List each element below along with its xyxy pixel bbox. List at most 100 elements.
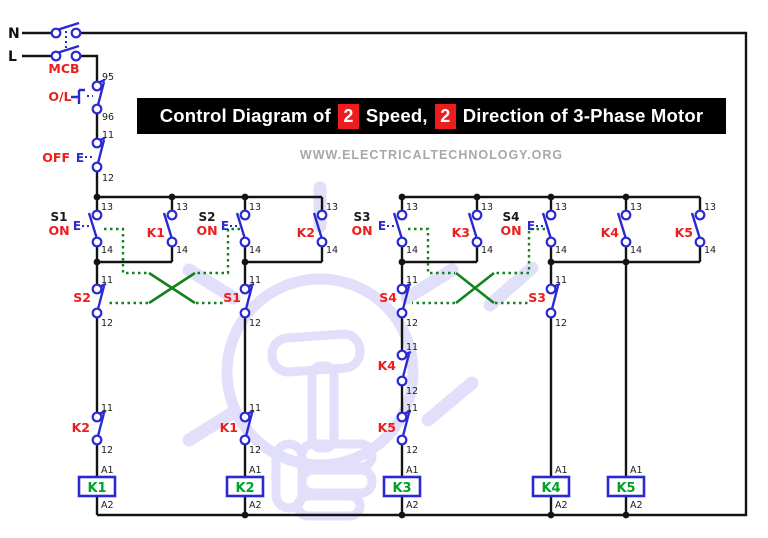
off-button-contact: E OFF 11 12 [42,130,114,184]
k2-nc-label: K2 [72,420,90,435]
terminal-12: 12 [406,386,418,397]
coil-k1: K1 A1 A2 [77,465,117,511]
terminal-a2: A2 [101,500,114,511]
terminal-14: 14 [406,245,418,256]
s2-name: S2 [199,210,216,224]
terminal-11: 11 [249,275,261,286]
s3-name: S3 [354,210,371,224]
terminal-12: 12 [101,318,113,329]
coil-k3: K3 A1 A2 [382,465,422,511]
title-text-1: Control Diagram of [159,105,331,126]
title-bar: Control Diagram of 2 Speed, 2 Direction … [137,98,726,134]
k5-no-contact: K5 13 14 [675,202,716,256]
push-actuator-icon: E [527,219,535,233]
line-label: L [8,49,17,65]
overload-actuator-icon [71,88,85,104]
terminal-11: 11 [101,275,113,286]
s3-on-label: ON [351,223,372,238]
terminal-a1: A1 [555,465,568,476]
s1-nc-label: S1 [223,290,241,305]
lightbulb-watermark [182,181,539,521]
terminal-14: 14 [101,245,113,256]
k5-contact-label: K5 [675,225,693,240]
push-actuator-icon: E [73,219,81,233]
terminal-11: 11 [406,403,418,414]
terminal-11: 11 [406,275,418,286]
terminal-13: 13 [326,202,338,213]
terminal-13: 13 [481,202,493,213]
title-badge-1: 2 [337,103,359,129]
terminal-12: 12 [249,318,261,329]
terminal-95: 95 [102,72,114,83]
terminal-11: 11 [101,403,113,414]
s4-on-label: ON [500,223,521,238]
terminal-14: 14 [176,245,188,256]
terminal-14: 14 [249,245,261,256]
terminal-11: 11 [102,130,114,141]
terminal-11: 11 [555,275,567,286]
mcb-label: MCB [48,61,79,76]
k5-nc-contact: K5 11 12 [378,403,418,456]
k4-nc-contact: K4 11 12 [378,342,418,397]
terminal-12: 12 [102,173,114,184]
terminal-13: 13 [249,202,261,213]
terminal-13: 13 [406,202,418,213]
s3-nc-contact: S3 11 12 [528,275,567,329]
terminal-11: 11 [249,403,261,414]
interlock-links [104,227,545,305]
push-actuator-icon: E [76,151,84,165]
push-actuator-icon: E [378,219,386,233]
s4-nc-contact: S4 11 12 [379,275,418,329]
terminal-12: 12 [406,318,418,329]
coil-k4: K4 A1 A2 [531,465,571,511]
k1-no-contact: K1 13 14 [147,202,188,256]
terminal-12: 12 [249,445,261,456]
terminal-a1: A1 [630,465,643,476]
coil-k1-label: K1 [87,481,106,496]
terminal-a2: A2 [249,500,262,511]
terminal-12: 12 [555,318,567,329]
s1-on-label: ON [48,223,69,238]
terminal-11: 11 [406,342,418,353]
k4-nc-label: K4 [378,358,397,373]
coil-k4-label: K4 [541,481,560,496]
terminal-a1: A1 [406,465,419,476]
k2-nc-contact: K2 11 12 [72,403,113,456]
terminal-a2: A2 [555,500,568,511]
mcb-switch: MCB [48,21,82,76]
title-badge-2: 2 [434,103,456,129]
k1-contact-label: K1 [147,225,165,240]
k1-nc-contact: K1 11 12 [220,403,261,456]
title-text-2: Speed, [365,105,428,126]
terminal-14: 14 [704,245,716,256]
terminal-a2: A2 [406,500,419,511]
terminal-13: 13 [101,202,113,213]
s4-nc-label: S4 [379,290,397,305]
coil-k2: K2 A1 A2 [225,465,265,511]
terminal-13: 13 [555,202,567,213]
s3-on-button: E S3 ON 13 14 [351,202,418,256]
terminal-13: 13 [630,202,642,213]
overload-label: O/L [48,89,71,104]
s2-on-label: ON [196,223,217,238]
terminal-12: 12 [406,445,418,456]
s1-name: S1 [51,210,68,224]
s4-name: S4 [503,210,520,224]
k3-no-contact: K3 13 14 [452,202,493,256]
coil-k2-label: K2 [235,481,254,496]
terminal-96: 96 [102,112,114,123]
title-text-3: Direction of 3-Phase Motor [462,105,704,126]
s2-nc-contact: S2 11 12 [73,275,113,329]
s2-nc-label: S2 [73,290,91,305]
k4-no-contact: K4 13 14 [601,202,642,256]
k1-nc-label: K1 [220,420,238,435]
terminal-13: 13 [176,202,188,213]
terminal-14: 14 [630,245,642,256]
terminal-14: 14 [555,245,567,256]
k3-contact-label: K3 [452,225,470,240]
coil-k5: K5 A1 A2 [606,465,646,511]
terminal-12: 12 [101,445,113,456]
terminal-14: 14 [481,245,493,256]
k2-contact-label: K2 [297,225,315,240]
